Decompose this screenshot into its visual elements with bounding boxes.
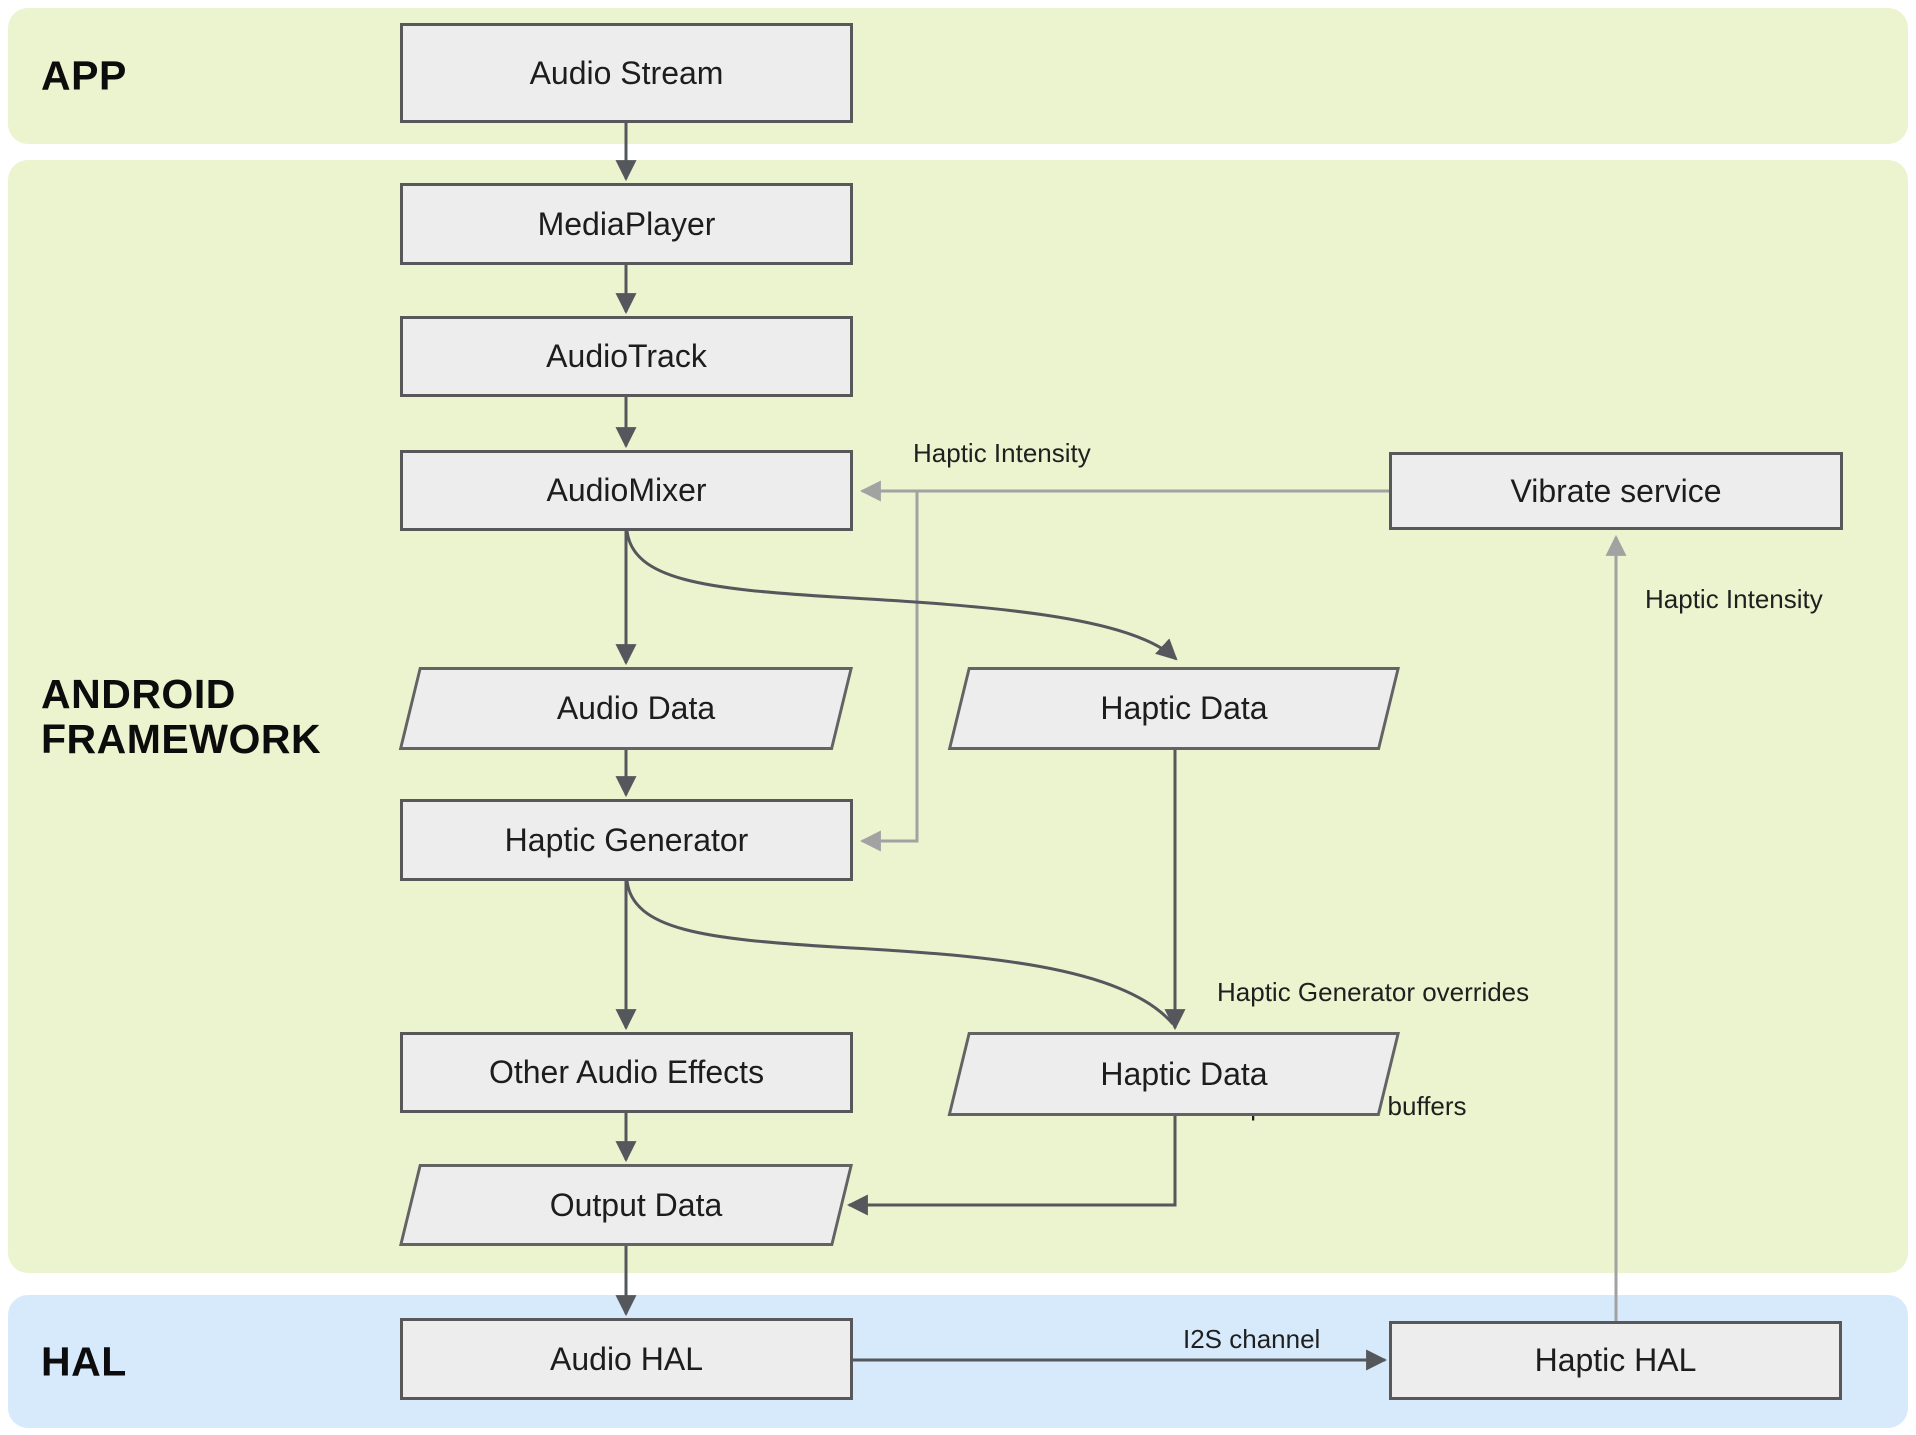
node-audio-stream-label: Audio Stream bbox=[529, 54, 724, 91]
band-app: APP bbox=[8, 8, 1908, 144]
label-haptic-intensity-vibrate: Haptic Intensity bbox=[1645, 584, 1823, 614]
node-media-player-label: MediaPlayer bbox=[537, 205, 716, 242]
node-audio-stream: Audio Stream bbox=[400, 23, 853, 123]
node-haptic-data-bottom-label: Haptic Data bbox=[1100, 1055, 1268, 1092]
section-label-framework: FRAMEWORK bbox=[41, 715, 322, 762]
node-haptic-hal-label: Haptic HAL bbox=[1534, 1342, 1697, 1378]
node-haptic-hal: Haptic HAL bbox=[1389, 1321, 1842, 1400]
node-other-audio-effects: Other Audio Effects bbox=[400, 1032, 853, 1113]
node-vibrate-service-label: Vibrate service bbox=[1510, 472, 1722, 509]
node-output-data-label: Output Data bbox=[549, 1186, 723, 1223]
node-audio-mixer-label: AudioMixer bbox=[546, 472, 707, 508]
node-output-data: Output Data bbox=[399, 1164, 853, 1246]
section-label-android: ANDROID bbox=[41, 670, 236, 717]
node-audio-data-label: Audio Data bbox=[556, 690, 716, 726]
node-audio-mixer: AudioMixer bbox=[400, 450, 853, 531]
node-haptic-data-top: Haptic Data bbox=[947, 667, 1400, 750]
override-note-line1: Haptic Generator overrides bbox=[1217, 977, 1530, 1007]
node-other-audio-effects-label: Other Audio Effects bbox=[488, 1054, 765, 1090]
label-i2s-channel: I2S channel bbox=[1183, 1324, 1321, 1354]
node-haptic-generator: Haptic Generator bbox=[400, 799, 853, 881]
node-vibrate-service: Vibrate service bbox=[1389, 452, 1843, 530]
section-label-hal: HAL bbox=[41, 1338, 127, 1384]
node-haptic-data-top-label: Haptic Data bbox=[1100, 690, 1268, 726]
node-audio-hal: Audio HAL bbox=[400, 1318, 853, 1400]
node-audio-hal-label: Audio HAL bbox=[550, 1340, 703, 1377]
node-audio-track: AudioTrack bbox=[400, 316, 853, 397]
node-haptic-data-bottom: Haptic Data bbox=[947, 1032, 1400, 1116]
node-audio-track-label: AudioTrack bbox=[546, 338, 707, 374]
node-audio-data: Audio Data bbox=[398, 667, 853, 750]
section-label-app: APP bbox=[41, 52, 127, 99]
node-haptic-generator-label: Haptic Generator bbox=[504, 821, 749, 858]
node-media-player: MediaPlayer bbox=[400, 183, 853, 265]
section-label-android-framework: ANDROID FRAMEWORK bbox=[41, 670, 322, 762]
label-haptic-intensity-mixer: Haptic Intensity bbox=[913, 438, 1091, 468]
